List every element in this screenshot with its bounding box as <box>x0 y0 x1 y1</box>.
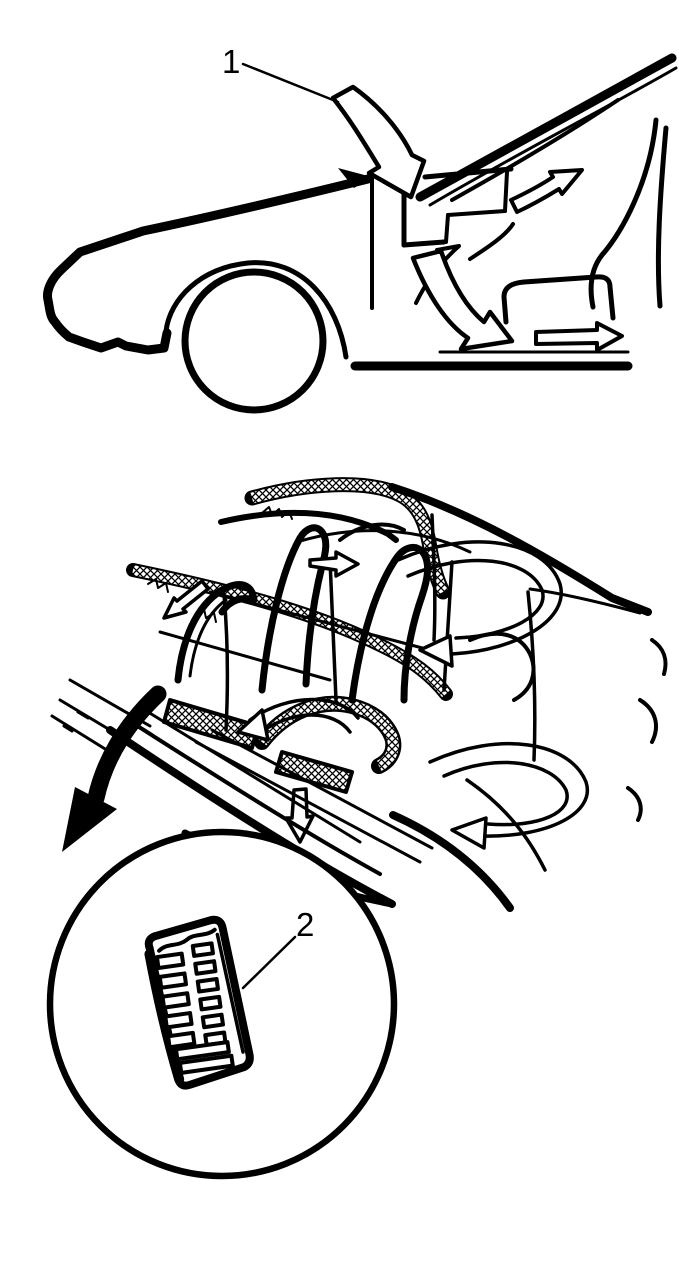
vent-slots-right-column <box>190 941 228 1048</box>
swirl-arrowhead <box>418 634 454 668</box>
wheelhouse-inner-curve <box>465 778 547 872</box>
swirl-arrowhead <box>450 816 488 850</box>
floor-airflow-arrow <box>534 321 624 352</box>
seat-back-hoop <box>348 544 432 704</box>
vent-slat <box>173 1040 231 1062</box>
body-curl <box>638 698 658 744</box>
front-wheel <box>181 268 327 414</box>
dash-line <box>444 213 450 244</box>
rocker-cut-hatch-1 <box>162 698 260 750</box>
rocker-top-line <box>126 718 382 876</box>
vent-slot <box>154 951 186 971</box>
vent-top-wavy-edge <box>157 927 217 953</box>
rocker-bottom-line <box>106 726 396 908</box>
door-downward-airflow-arrow <box>410 248 515 352</box>
swirl-outer-arc <box>428 742 590 838</box>
zigzag-ticks <box>261 506 293 520</box>
upper-air-swirl <box>396 540 564 668</box>
zigzag-ticks <box>147 578 169 593</box>
floor-tick <box>62 724 74 733</box>
vent-slat <box>177 1053 235 1075</box>
b-pillar-hoop <box>258 524 330 694</box>
headrest-arc <box>338 522 406 542</box>
seat-cushion <box>501 274 616 325</box>
dash-line <box>503 170 509 213</box>
seat-belt-line <box>222 592 230 732</box>
vent-slot <box>160 991 191 1010</box>
swirl-inner-arc <box>442 760 569 827</box>
vent-slot <box>198 994 223 1012</box>
floor-tick <box>76 710 90 720</box>
parcel-shelf-line <box>158 630 332 682</box>
vent-slot <box>193 959 218 976</box>
body-curl <box>626 786 643 822</box>
vent-slot <box>166 1030 197 1050</box>
detail-callout-arrow <box>62 685 167 852</box>
dash-line <box>422 166 514 180</box>
callout-2-label: 2 <box>296 906 314 943</box>
detail-arrow-head <box>62 787 117 852</box>
rocker-inner-line <box>146 710 362 844</box>
quarter-airflow-arrow <box>162 579 210 620</box>
dash-door-frame-cut <box>401 166 515 305</box>
body-curl <box>650 638 668 676</box>
side-view-airflow-figure <box>43 53 678 414</box>
dash-line <box>401 239 447 248</box>
c-pillar-inner <box>528 587 642 615</box>
detail-inset <box>46 828 398 1180</box>
a-pillar-roof-band <box>415 53 677 202</box>
seat-back-rear-edge <box>655 125 669 309</box>
vent-slot <box>190 941 215 958</box>
vent-slot <box>157 971 189 990</box>
lower-air-swirl <box>428 742 590 850</box>
front-wheel-arch <box>163 260 349 360</box>
rear-quarter-airflow-figure <box>50 477 668 912</box>
swirl-inner-arc <box>406 558 545 640</box>
swirl-inner-arc <box>256 713 352 736</box>
seat-back-front-edge <box>588 117 659 310</box>
vent-slot <box>163 1011 194 1030</box>
vent-slots-left-column <box>154 951 197 1050</box>
door-mid-line <box>468 222 515 261</box>
a-pillar-inner-line <box>428 66 678 207</box>
parcel-shelf-line <box>208 590 432 652</box>
vent-inner-right-line <box>215 932 245 1054</box>
floor-rib <box>50 714 112 754</box>
vent-left-shadow-edge <box>144 949 185 1085</box>
shelf-airflow-arrow <box>308 550 360 578</box>
front-seat <box>501 117 669 325</box>
cabin-airflow-arrow-up <box>509 168 584 214</box>
callouts: 1 2 <box>222 43 340 990</box>
center-air-swirl <box>236 697 360 742</box>
swirl-arrowhead <box>236 708 270 742</box>
dash-line <box>446 209 507 217</box>
left-quarter-trim-inner <box>188 598 228 678</box>
detail-arrow-shaft <box>87 685 167 807</box>
seat-belt-line <box>328 558 338 702</box>
callout-1-leader-line <box>241 62 340 104</box>
c-pillar-outer <box>388 483 652 616</box>
sill-line <box>194 740 422 864</box>
swirl-outer-arc <box>396 540 564 656</box>
pressure-relief-vent-grille <box>144 915 254 1090</box>
vent-bottom-slats <box>173 1040 235 1075</box>
vent-slot <box>200 1012 225 1030</box>
seat-belt-line <box>442 560 454 692</box>
sill-line <box>210 728 434 850</box>
rear-window-edge <box>430 513 437 642</box>
windshield-glass-edge <box>450 98 620 202</box>
cowl-corner-wedge <box>338 168 372 188</box>
outside-air-inlet-arrow <box>330 84 427 200</box>
seat-base-band-hatch <box>257 698 399 771</box>
callout-1-label: 1 <box>222 43 240 80</box>
hood-and-front-fascia-outline <box>43 174 373 355</box>
wheelhouse-curve <box>389 811 514 912</box>
vent-slot <box>195 977 220 994</box>
callout-2-leader-line <box>241 935 297 990</box>
